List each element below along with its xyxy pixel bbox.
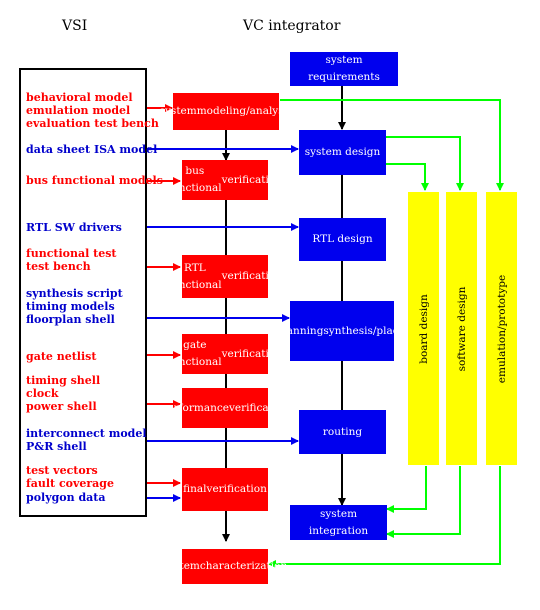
box-label-line: RTL design: [312, 233, 373, 245]
vsi-label-line: test vectors: [26, 464, 98, 477]
vsi-label-line: functional test: [26, 247, 117, 260]
box-label-line: system integration: [308, 507, 369, 537]
vsi-label-rtlsw: RTL SW drivers: [26, 221, 122, 234]
vsi-label-line: polygon data: [26, 491, 106, 504]
green-sysdesign-to-board: [386, 163, 429, 191]
system-integration-box: system integration: [290, 505, 387, 540]
vc-integrator-header: VC integrator: [243, 18, 341, 34]
vsi-label-line: evaluation test bench: [26, 117, 159, 130]
box-label-line: floorplanning: [252, 324, 324, 337]
green-board-to-sysint: [386, 466, 427, 513]
vsi-label-line: clock: [26, 387, 59, 400]
vsi-label-line: synthesis script: [26, 287, 123, 300]
vsi-label-line: RTL SW drivers: [26, 221, 122, 234]
green-sysmodel-to-emulation: [280, 99, 504, 191]
box-label-line: system: [159, 105, 197, 117]
system-requirements-box: system requirements: [290, 52, 398, 86]
green-sysdesign-to-software: [386, 136, 464, 191]
vsi-header: VSI: [62, 18, 88, 34]
software-design-label: software design: [455, 286, 468, 371]
vsi-label-line: fault coverage: [26, 477, 114, 490]
box-label-line: RTL functional: [168, 261, 222, 291]
vsi-label-polygon: polygon data: [26, 491, 105, 504]
vsi-label-datasheet: data sheet ISA model: [26, 143, 157, 156]
green-software-to-sysint: [386, 466, 461, 538]
rtl-design-box: RTL design: [299, 218, 386, 261]
box-label-line: modeling/analysis: [196, 105, 293, 117]
green-emulation-to-syschar: [268, 466, 501, 568]
box-label-line: routing: [322, 425, 363, 438]
vsi-label-busfunc: bus functional models: [26, 174, 163, 187]
box-label-line: verification: [221, 270, 282, 282]
vsi-label-line: gate netlist: [26, 350, 97, 363]
box-label-line: system: [162, 560, 200, 572]
vsi-label-line: behavioral model: [26, 91, 133, 104]
vsi-deliverables-panel: [19, 68, 147, 517]
vsi-label-gatenetlist: gate netlist: [26, 350, 96, 363]
box-label-line: bus functional: [168, 165, 222, 194]
box-label-line: gate functional: [168, 339, 222, 368]
emulation-prototype-bar: emulation/prototype: [486, 192, 517, 465]
board-design-label: board design: [417, 293, 430, 364]
box-label-line: performance: [160, 401, 229, 414]
vsi-label-line: interconnect model: [26, 427, 147, 440]
box-label-line: synthesis/placement: [323, 324, 432, 337]
emulation-prototype-label: emulation/prototype: [495, 274, 508, 383]
box-label-line: system design: [304, 146, 381, 158]
box-label-line: verification: [228, 401, 290, 414]
box-label-line: verification: [206, 483, 267, 495]
vsi-label-line: timing shell: [26, 374, 101, 387]
vsi-label-line: data sheet ISA model: [26, 143, 158, 156]
box-label-line: characterization: [199, 560, 288, 572]
vsi-label-line: floorplan shell: [26, 313, 115, 326]
vsi-label-line: bus functional models: [26, 174, 163, 187]
routing-box: routing: [299, 410, 386, 454]
vsi-label-line: power shell: [26, 400, 97, 413]
software-design-bar: software design: [446, 192, 477, 465]
box-label-line: system requirements: [308, 54, 380, 83]
box-label-line: verification: [221, 173, 282, 186]
vsi-label-line: P&R shell: [26, 440, 87, 453]
vsi-label-line: test bench: [26, 260, 91, 273]
box-label-line: verification: [221, 347, 282, 360]
board-design-bar: board design: [408, 192, 439, 465]
vsi-label-line: timing models: [26, 300, 115, 313]
vsi-label-line: emulation model: [26, 104, 131, 117]
system-design-box: system design: [299, 130, 386, 175]
box-label-line: final: [183, 483, 207, 495]
